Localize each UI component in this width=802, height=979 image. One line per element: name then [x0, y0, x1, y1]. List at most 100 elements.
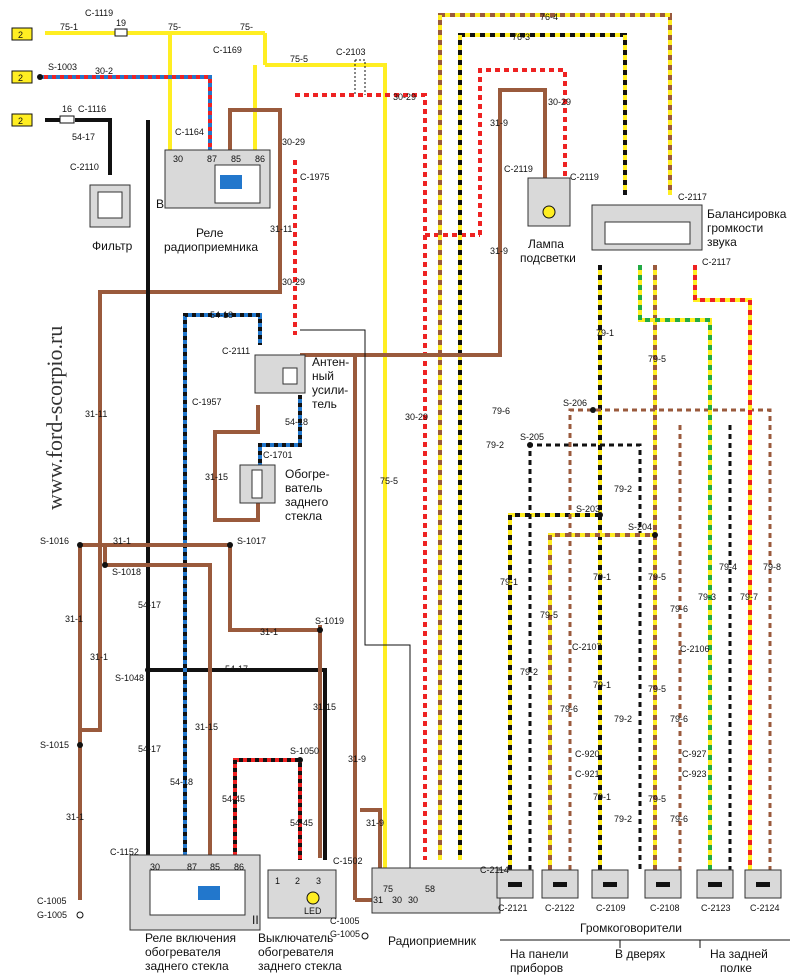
wire-label: 30-2 [95, 66, 113, 76]
connector-label: C-2119 [570, 172, 599, 182]
wire-31-1 [78, 543, 320, 900]
wire-label: 54-18 [170, 777, 193, 787]
connector-label: C-1152 [110, 847, 139, 857]
wire-label: 31-9 [366, 818, 384, 828]
shelf-caption-2: полке [720, 961, 752, 975]
wire-label: 79-2 [614, 814, 632, 824]
wire-label: 76-3 [512, 32, 530, 42]
connector-label: C-2117 [678, 192, 707, 202]
connector-label: C-927 [682, 749, 707, 759]
wire-label: 31-9 [490, 246, 508, 256]
wire-label: 31-1 [113, 536, 131, 546]
connector-label: C-2117 [702, 257, 731, 267]
wires [40, 13, 772, 902]
wire-79-2 [528, 443, 642, 870]
connector-label: C-1116 [78, 104, 106, 114]
connector-label: C-920 [575, 749, 600, 759]
wire-label: 31-9 [348, 754, 366, 764]
wire-label: 31-15 [195, 722, 218, 732]
doors-caption: В дверях [615, 947, 665, 961]
wire-label: 54-17 [138, 744, 161, 754]
wire-label: 31-9 [490, 118, 508, 128]
speakers [496, 869, 782, 899]
dash-caption-2: приборов [510, 961, 563, 975]
rear-window-heater [239, 464, 276, 504]
website-watermark: www.ford-scorpio.ru [42, 326, 67, 510]
splice-label: S-1003 [48, 62, 77, 72]
pin-label: 30 [150, 862, 160, 872]
splice-label: S-205 [520, 432, 544, 442]
heater-switch [267, 869, 337, 919]
wire-31-15 [103, 545, 212, 860]
shelf-caption-1: На задней [710, 947, 768, 961]
pin-label: 87 [187, 862, 197, 872]
connector-label: C-2121 [498, 903, 528, 913]
wire-label: 31-15 [205, 472, 228, 482]
pin-label: 30 [392, 895, 402, 905]
connector-label: C-2111 [222, 346, 250, 356]
wire-label: 54-18 [285, 417, 308, 427]
splice-label: S-1048 [115, 673, 144, 683]
wire-label: 31-11 [85, 409, 107, 419]
wire-label: 54-45 [290, 818, 313, 828]
backlight-lamp [527, 177, 571, 227]
wire-label: 79-4 [719, 562, 737, 572]
fuse-16 [59, 115, 75, 124]
wire-label: 54-17 [138, 600, 161, 610]
amp-caption-4: тель [312, 397, 337, 411]
splice-label: S-206 [563, 398, 587, 408]
speakers-caption: Громкоговорители [580, 921, 682, 935]
connector-label: C-1975 [300, 172, 330, 182]
wire-label: 79-1 [593, 680, 611, 690]
wire-label: 30-29 [282, 137, 305, 147]
splice-label: S-1017 [237, 536, 266, 546]
radio-relay [164, 149, 271, 209]
wire-label: 79-6 [560, 704, 578, 714]
svg-text:2: 2 [18, 73, 23, 83]
connector-label: C-2107 [572, 642, 602, 652]
wire-label: 31-1 [260, 627, 278, 637]
pin-label: 85 [210, 862, 220, 872]
wire-label: 79-5 [648, 684, 666, 694]
radio-relay-caption-2: радиоприемника [164, 240, 258, 254]
wire-label: 79-8 [763, 562, 781, 572]
ground-label: G-1005 [330, 929, 360, 939]
connector-label: C-2106 [680, 644, 710, 654]
wire-label: 31-15 [313, 702, 336, 712]
wire-75 [45, 31, 265, 160]
connector-label: C-1169 [213, 45, 242, 55]
wire-label: 79-1 [593, 572, 611, 582]
wire-label: 79-5 [648, 794, 666, 804]
wire-30-29-lamp [478, 68, 567, 235]
connector-label: C-921 [575, 769, 600, 779]
balance-control [591, 204, 703, 251]
wire-label: 79-1 [596, 328, 614, 338]
splice-label: S-1015 [40, 740, 69, 750]
pin-label: 87 [207, 154, 217, 164]
lamp-caption-1: Лампа [528, 237, 564, 251]
wire-label: 54-17 [72, 132, 95, 142]
fuse-ref-1: 2 [11, 27, 33, 41]
wire-label: 75-1 [60, 22, 78, 32]
wire-label: 79-1 [593, 792, 611, 802]
heat-relay-caption-3: заднего стекла [145, 959, 229, 973]
splice-label: S-1018 [112, 567, 141, 577]
wire-label: 54-45 [222, 794, 245, 804]
wire-label: 79-5 [540, 610, 558, 620]
heater-caption-1: Обогре- [285, 467, 330, 481]
connector-label: C-1502 [333, 856, 363, 866]
wire-label: 31-1 [65, 614, 83, 624]
fuse-ref-3: 2 [11, 113, 33, 127]
mark-led: LED [304, 906, 322, 916]
wire-label: 79-3 [698, 592, 716, 602]
labels: 75-1 C-1119 19 75- 75- C-1169 75-5 C-210… [37, 8, 781, 939]
wire-label: 30-29 [393, 92, 416, 102]
speaker-icons [508, 882, 770, 887]
wire-label: 54-17 [225, 664, 248, 674]
wire-label: 54-18 [210, 310, 233, 320]
heater-relay [129, 854, 261, 931]
svg-text:2: 2 [18, 30, 23, 40]
splice-label: S-204 [628, 522, 652, 532]
wire-label: 30-29 [282, 277, 305, 287]
wire-antenna-signal [300, 329, 411, 870]
